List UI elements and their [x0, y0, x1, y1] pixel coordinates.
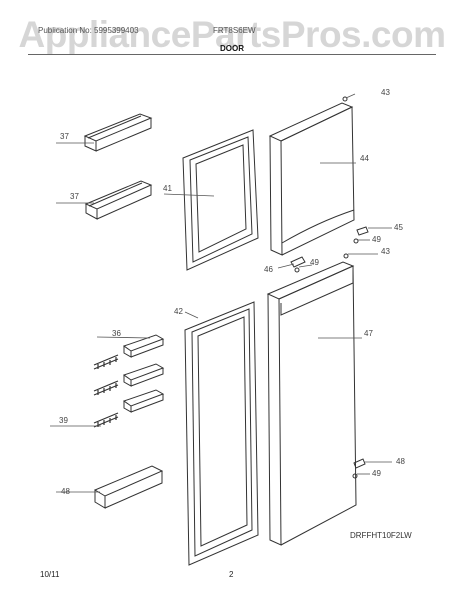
diagram-code: DRFFHT10F2LW [350, 531, 412, 540]
label-48-left: 48 [61, 487, 70, 496]
label-36: 36 [112, 329, 121, 338]
label-45: 45 [394, 223, 403, 232]
hinge-45 [356, 226, 369, 236]
label-44: 44 [360, 154, 369, 163]
label-49-mid: 49 [310, 258, 319, 267]
retainer-39-c [93, 412, 119, 428]
header-rule [28, 54, 436, 55]
retainer-39-a [93, 354, 119, 370]
model-number: FRT8S6EW [213, 26, 256, 35]
label-42: 42 [174, 307, 183, 316]
door-bin-37-lower [84, 180, 153, 220]
label-37-upper: 37 [60, 132, 69, 141]
label-49-bottom: 49 [372, 469, 381, 478]
hinge-46 [290, 256, 306, 268]
screw-49-upper [353, 238, 359, 244]
pin-43-lower [343, 253, 349, 259]
door-bin-36-bottom [122, 389, 165, 413]
section-title: DOOR [220, 44, 244, 53]
footer-page-number: 2 [229, 570, 234, 579]
door-bin-36-mid [122, 363, 165, 387]
footer-date: 10/11 [40, 570, 60, 579]
watermark: AppliancePartsPros.com [18, 14, 446, 55]
screw-49-mid [294, 267, 300, 273]
lower-door-47 [266, 261, 357, 546]
label-49-upper: 49 [372, 235, 381, 244]
door-bin-37-upper [83, 113, 153, 152]
door-bin-48 [93, 465, 164, 509]
door-bin-36-top [122, 334, 165, 358]
screw-49-bottom [352, 473, 358, 479]
hinge-48-bottom [353, 458, 366, 469]
label-46: 46 [264, 265, 273, 274]
door-gasket-42-lower [184, 301, 259, 566]
upper-door-44 [268, 102, 355, 256]
label-41: 41 [163, 184, 172, 193]
leader-lines [50, 93, 392, 493]
label-37-lower: 37 [70, 192, 79, 201]
hinge-pin-43-top [342, 96, 348, 102]
label-48-right: 48 [396, 457, 405, 466]
label-47: 47 [364, 329, 373, 338]
door-gasket-41-upper [182, 129, 259, 271]
label-39: 39 [59, 416, 68, 425]
label-43-top: 43 [381, 88, 390, 97]
publication-number: Publication No: 5995399403 [38, 26, 139, 35]
retainer-39-b [93, 380, 119, 396]
label-43-lower: 43 [381, 247, 390, 256]
